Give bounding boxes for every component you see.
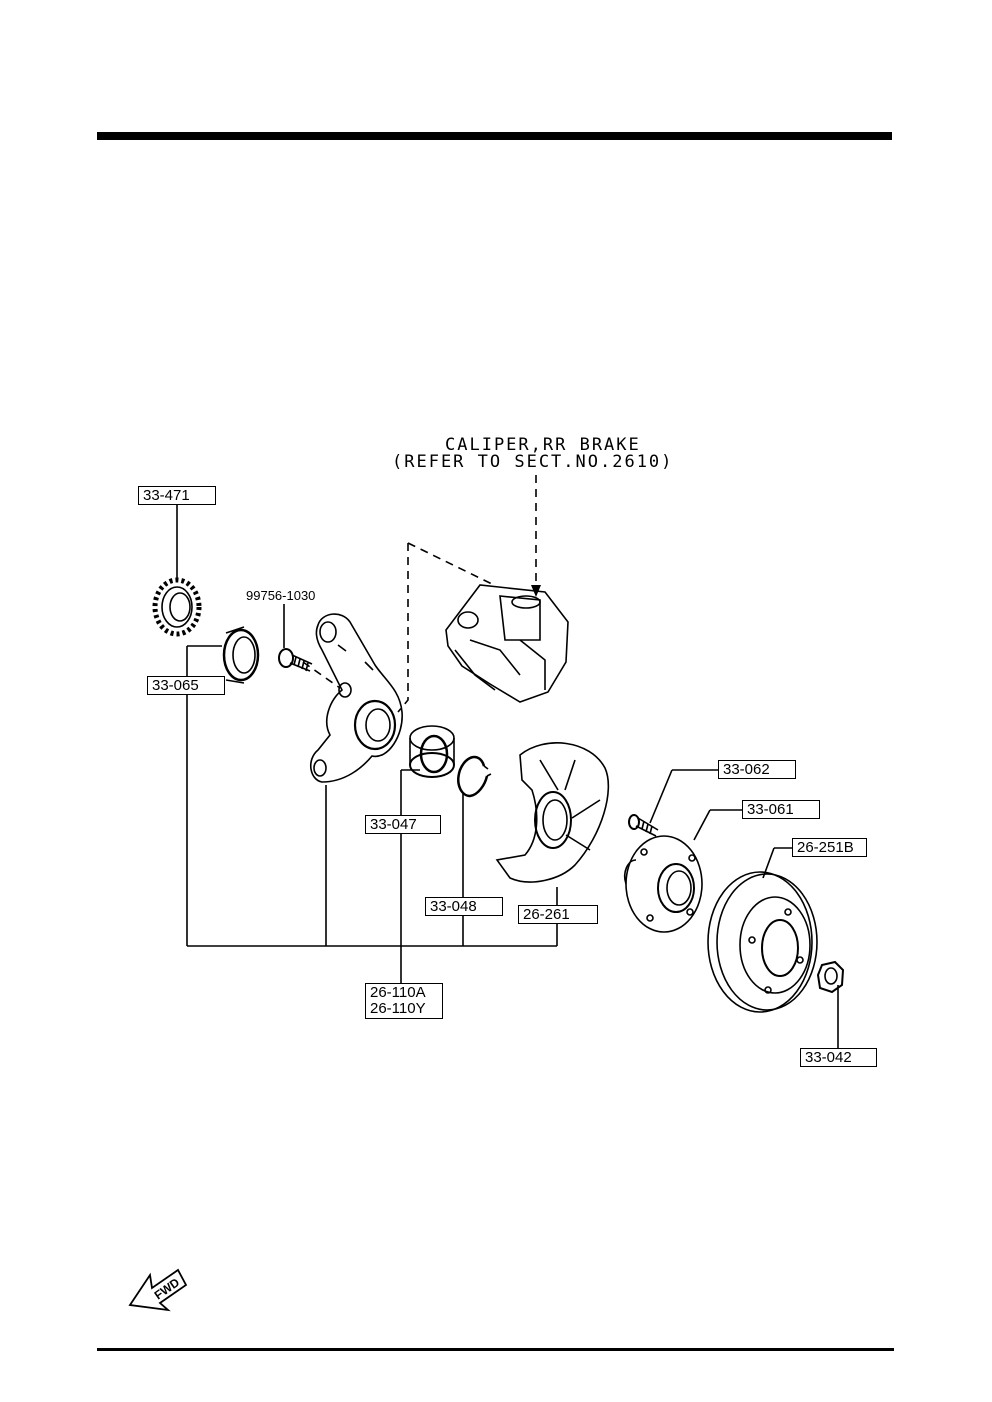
sensor-ring-drawing (152, 577, 202, 637)
fastener-label: 99756-1030 (246, 588, 316, 603)
top-rule (97, 132, 892, 140)
fwd-arrow-icon (128, 1268, 188, 1312)
bearing-drawing (409, 725, 455, 778)
dust-shield-drawing (495, 742, 610, 883)
hub-drawing (623, 835, 703, 933)
caliper-note-line2: (REFER TO SECT.NO.2610) (392, 452, 674, 472)
part-label-nut: 33-042 (800, 1048, 877, 1067)
disc-drawing (707, 871, 818, 1013)
part-label-bearing: 33-047 (365, 815, 441, 834)
part-label-hub-bolt: 33-062 (718, 760, 796, 779)
part-label-seal: 33-065 (147, 676, 225, 695)
knuckle-bolt-drawing (278, 648, 313, 672)
part-label-knuckle-y: 26-110Y (370, 1000, 426, 1017)
part-label-hub: 33-061 (742, 800, 820, 819)
part-label-snap-ring: 33-048 (425, 897, 503, 916)
part-label-knuckle-a: 26-110A (370, 984, 426, 1001)
nut-drawing (816, 960, 845, 994)
part-label-sensor-ring: 33-471 (138, 486, 216, 505)
caliper-dashed-lines (302, 475, 537, 713)
part-label-disc: 26-251B (792, 838, 867, 857)
bottom-rule (97, 1348, 894, 1351)
knuckle-drawing (310, 613, 403, 783)
seal-drawing (222, 626, 260, 684)
caliper-drawing (445, 584, 569, 703)
caliper-note-line1: CALIPER,RR BRAKE (445, 435, 641, 455)
leader-lines (176, 505, 839, 1048)
hub-bolt-drawing (628, 814, 659, 837)
part-label-knuckle: 26-110A 26-110Y (365, 983, 443, 1019)
part-label-dust-shield: 26-261 (518, 905, 598, 924)
snap-ring-drawing (457, 755, 492, 798)
